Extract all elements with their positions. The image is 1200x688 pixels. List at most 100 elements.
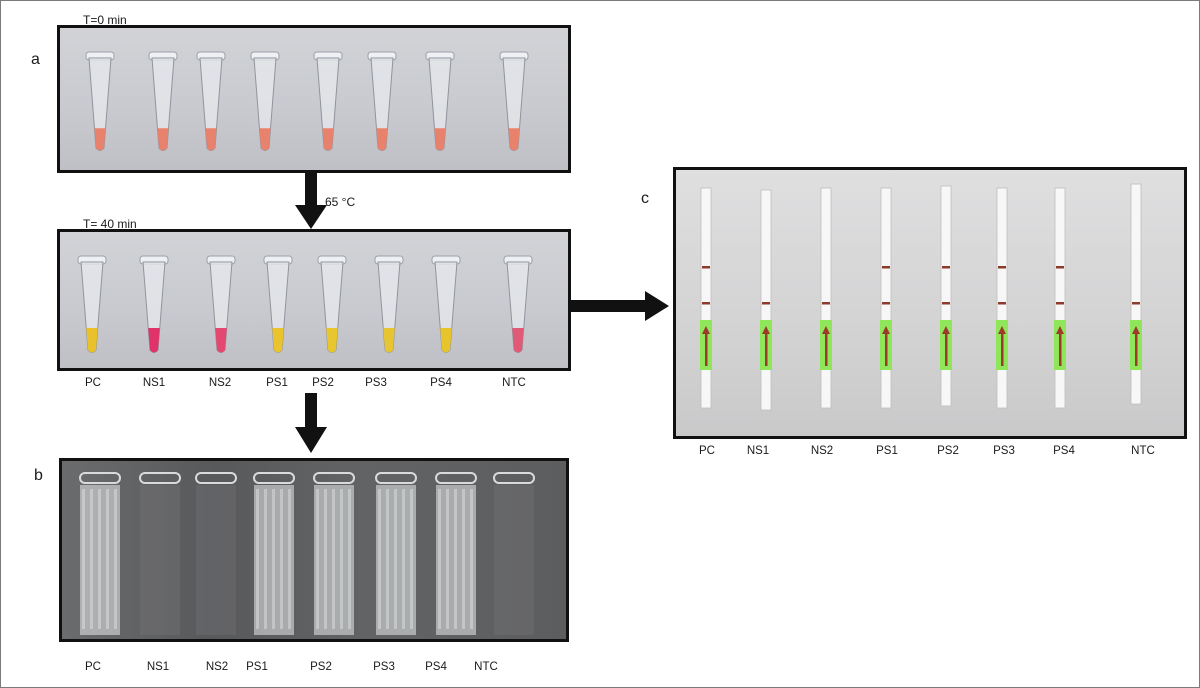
tubes-initial-svg [85,51,529,151]
tube-liquid [376,128,388,151]
strip-test-line [1056,266,1064,269]
gel-smear-streak [264,489,267,629]
gel-lane-ntc [493,472,535,635]
strip-body [700,187,712,409]
strip-body [940,185,952,407]
panel-label-a: a [31,51,40,68]
gel-smear [314,485,354,635]
gel-smear-streak [394,489,397,629]
tube-initial-ps3 [367,51,397,151]
lane-label-c-ps3: PS3 [993,445,1015,457]
gel-smear-streak [470,489,473,629]
strip-pc [700,187,712,409]
gel-smear-streak [106,489,109,629]
lane-label-c-pc: PC [699,445,715,457]
strip-arrow-shaft [1135,330,1138,366]
tube-final-ns2 [206,255,236,353]
strip-body [880,187,892,409]
strip-arrow-shaft [945,330,948,366]
strip-ps3 [996,187,1008,409]
gel-smear [80,485,120,635]
strip-control-line [882,302,890,305]
lane-label-b-ns2: NS2 [205,661,229,673]
gel-lane-ps3 [375,472,417,635]
strip-ps1 [880,187,892,409]
lateral-flow-strips-photo [673,167,1187,439]
strip-arrow-shaft [1001,330,1004,366]
strip-arrow-shaft [765,330,768,366]
tube-final-ps4 [431,255,461,353]
strip-control-line [1132,302,1140,305]
strip-control-line [822,302,830,305]
gel-smear-streak [316,489,319,629]
strips-svg [700,183,1142,411]
gel-well [79,472,121,484]
strip-ps4 [1054,187,1066,409]
gel-well [195,472,237,484]
gel-smear-streak [90,489,93,629]
gel-svg [79,472,535,635]
incubation-temp-label: 65 °C [325,195,356,209]
strip-body [996,187,1008,409]
lane-label-a-pc: PC [85,377,101,389]
gel-smear-streak [454,489,457,629]
tube-initial-ps4 [425,51,455,151]
tubes-photo-final [57,229,571,371]
strip-ns2 [820,187,832,409]
tube-initial-ps2 [313,51,343,151]
gel-well [435,472,477,484]
tube-liquid [383,328,395,353]
down-arrow-incubation [295,173,327,229]
strip-arrow-head [998,326,1006,334]
gel-well [375,472,417,484]
gel-well [253,472,295,484]
tube-liquid [157,128,169,151]
tubes-final-svg [77,255,533,353]
tube-final-ps2 [317,255,347,353]
tube-initial-ntc [499,51,529,151]
strip-arrow-shaft [885,330,888,366]
gel-smear-streak [340,489,343,629]
gel-smear [254,485,294,635]
gel-empty-lane [140,485,180,635]
tube-liquid [508,128,520,151]
tube-liquid [440,328,452,353]
strip-control-line [1056,302,1064,305]
strip-arrow-shaft [825,330,828,366]
gel-lane-ns1 [139,472,181,635]
gel-smear-streak [462,489,465,629]
gel-smear-streak [446,489,449,629]
strip-body [1130,183,1142,405]
lane-label-a-ns2: NS2 [208,377,232,389]
gel-well [493,472,535,484]
panel-label-c: c [641,190,649,207]
lane-label-b-ps4: PS4 [425,661,447,673]
tubes-photo-initial [57,25,571,173]
tube-liquid [512,328,524,353]
strip-arrow-head [1056,326,1064,334]
strip-test-line [942,266,950,269]
gel-smear-streak [256,489,259,629]
tube-liquid [326,328,338,353]
lane-label-c-ps2: PS2 [937,445,959,457]
gel-lane-ns2 [195,472,237,635]
gel-lane-ps2 [313,472,355,635]
lane-label-a-ps3: PS3 [365,377,387,389]
strip-arrow-head [1132,326,1140,334]
gel-smear [436,485,476,635]
gel-empty-lane [494,485,534,635]
tube-liquid [272,328,284,353]
tube-liquid [205,128,217,151]
strip-ps2 [940,185,952,407]
tube-final-ps3 [374,255,404,353]
tube-liquid [148,328,160,353]
gel-smear-streak [98,489,101,629]
gel-lane-ps1 [253,472,295,635]
gel-smear-streak [82,489,85,629]
lane-label-b-ps2: PS2 [310,661,332,673]
strip-control-line [762,302,770,305]
right-arrow-to-strips [571,291,669,321]
tube-initial-ns2 [196,51,226,151]
strip-arrow-head [942,326,950,334]
gel-smear-streak [348,489,351,629]
